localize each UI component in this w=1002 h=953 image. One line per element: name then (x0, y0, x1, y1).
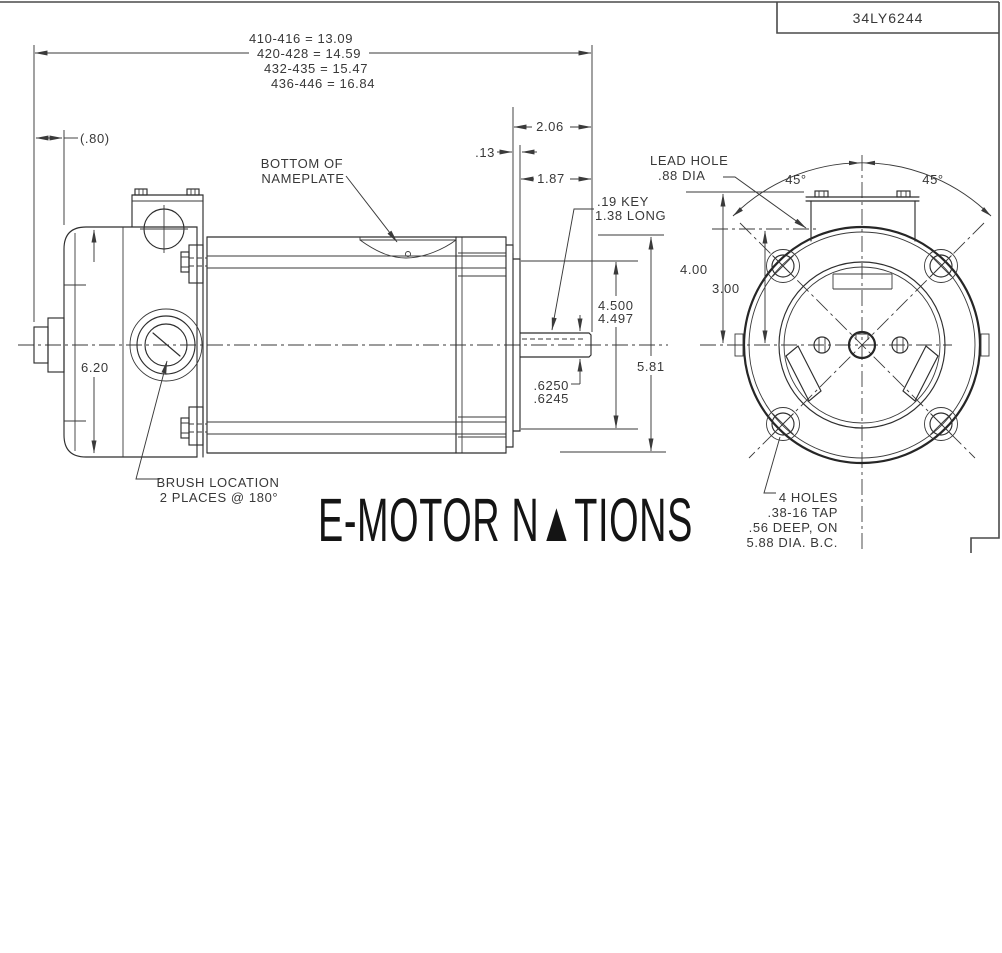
logo-text-left: E-MOTOR N (318, 486, 540, 554)
length-row-3: 432-435 = 15.47 (264, 61, 368, 76)
pilot-depth-dim: .13 (475, 145, 495, 160)
logo-stylized-a-icon: ▲ (539, 490, 575, 553)
lead-dim: 3.00 (712, 281, 740, 296)
rear-overhang-dim: (.80) (80, 131, 110, 146)
angle-right-dim: 45° (922, 172, 943, 187)
sheet-border (0, 1, 1000, 553)
brush-boss (129, 308, 203, 382)
shaft-dia-min-dim: .6245 (533, 391, 569, 406)
height-dim: 6.20 (81, 360, 109, 375)
overall-length-dimension: 410-416 = 13.09 420-428 = 14.59 432-435 … (33, 31, 593, 332)
title-block: 34LY6244 (776, 2, 999, 34)
holes-note-line4: 5.88 DIA. B.C. (747, 535, 839, 550)
company-logo: E-MOTOR N▲TIONS (318, 490, 693, 551)
length-row-4: 436-446 = 16.84 (271, 76, 375, 91)
length-row-1: 410-416 = 13.09 (249, 31, 353, 46)
lead-top-dim: 4.00 (680, 262, 708, 277)
brush-note-line1: BRUSH LOCATION (156, 475, 279, 490)
lead-hole-note-line1: LEAD HOLE (650, 153, 728, 168)
brush-pocket-left (785, 345, 822, 402)
holes-note-line2: .38-16 TAP (767, 505, 838, 520)
holes-note-line3: .56 DEEP, ON (749, 520, 838, 535)
pilot-dia-min-dim: 4.497 (598, 311, 634, 326)
flange-height-dim: 5.81 (637, 359, 665, 374)
shaft-ext-face-dim: 2.06 (536, 119, 564, 134)
brush-note-line2: 2 PLACES @ 180° (160, 490, 278, 505)
key-note-line1: .19 KEY (597, 194, 649, 209)
shaft-hub (847, 330, 877, 360)
front-view-dimensions: 45° 45° LEAD HOLE .88 DIA 4.00 3.00 4 HO… (650, 153, 992, 550)
brush-pocket-right (902, 345, 939, 402)
holes-note-line1: 4 HOLES (779, 490, 838, 505)
shaft-ext-pilot-dim: 1.87 (537, 171, 565, 186)
length-row-2: 420-428 = 14.59 (257, 46, 361, 61)
angle-left-dim: 45° (785, 172, 806, 187)
nameplate-note-line1: BOTTOM OF (261, 156, 343, 171)
side-view (18, 188, 668, 458)
shaft-dia-max-dim: .6250 (533, 378, 569, 393)
lead-hole-note-line2: .88 DIA (658, 168, 706, 183)
key-note-line2: 1.38 LONG (595, 208, 666, 223)
logo-text-right: TIONS (574, 486, 693, 554)
front-view (700, 155, 990, 550)
nameplate-note-line2: NAMEPLATE (261, 171, 344, 186)
pilot-dia-max-dim: 4.500 (598, 298, 634, 313)
mounting-bolts (766, 249, 958, 441)
part-number: 34LY6244 (853, 10, 924, 26)
side-view-dimensions: (.80) 6.20 BOTTOM OF NAMEPLATE BRUSH LOC… (35, 107, 666, 505)
